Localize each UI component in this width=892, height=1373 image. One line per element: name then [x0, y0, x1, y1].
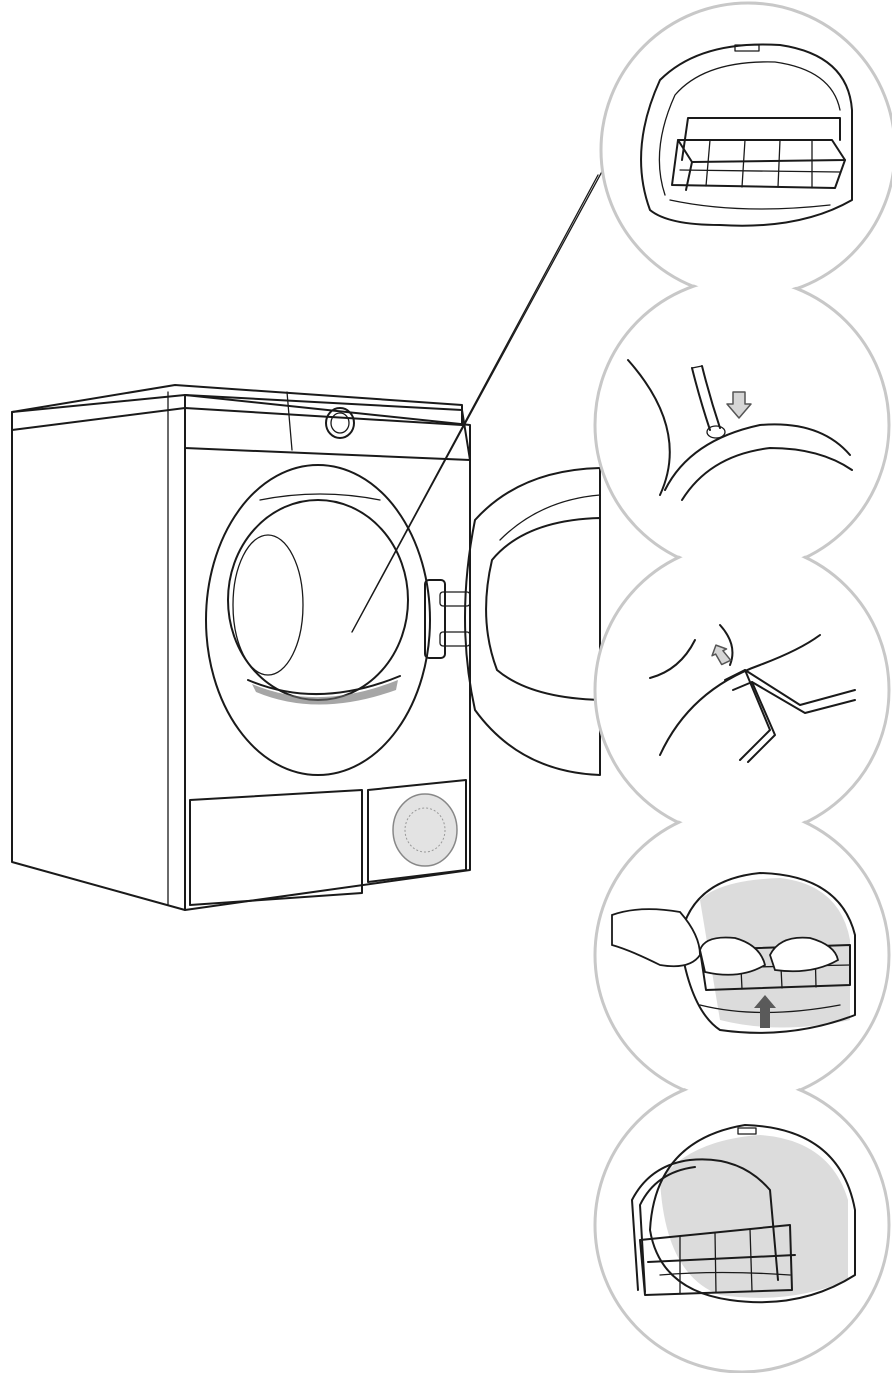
step-5-rack-installed: [631, 1124, 856, 1304]
hand-icon: [611, 908, 701, 968]
rack-leg-hook-icon: [691, 367, 711, 431]
rack-installed-icon: [631, 1159, 691, 1291]
dryer-side-panel: [11, 394, 186, 911]
open-door: [464, 467, 601, 776]
dryer-front-panel: [184, 394, 471, 911]
step-4-shoes-on-rack: [611, 872, 856, 1034]
program-knob-icon: [325, 407, 355, 439]
door-hinge: [424, 579, 446, 659]
step-3-rack-hook-on-seal: [649, 624, 856, 763]
pointer-arrow-icon: [711, 644, 732, 666]
step-2-rack-leg-hook: [627, 359, 853, 501]
vent-panel: [367, 779, 467, 883]
callout-pointer: [351, 119, 631, 633]
up-arrow-icon: [754, 995, 776, 1028]
down-arrow-icon: [726, 391, 752, 419]
step-1-rack-in-drum: [640, 43, 853, 227]
dryer-top: [11, 384, 463, 431]
rack-hook-on-seal-icon: [724, 669, 771, 761]
door-ring: [205, 464, 431, 776]
control-panel: [184, 394, 471, 461]
vent-grille-icon: [392, 793, 458, 867]
tumble-dryer: [11, 384, 471, 911]
water-container-panel: [189, 789, 363, 906]
drum-seal: [247, 675, 401, 696]
